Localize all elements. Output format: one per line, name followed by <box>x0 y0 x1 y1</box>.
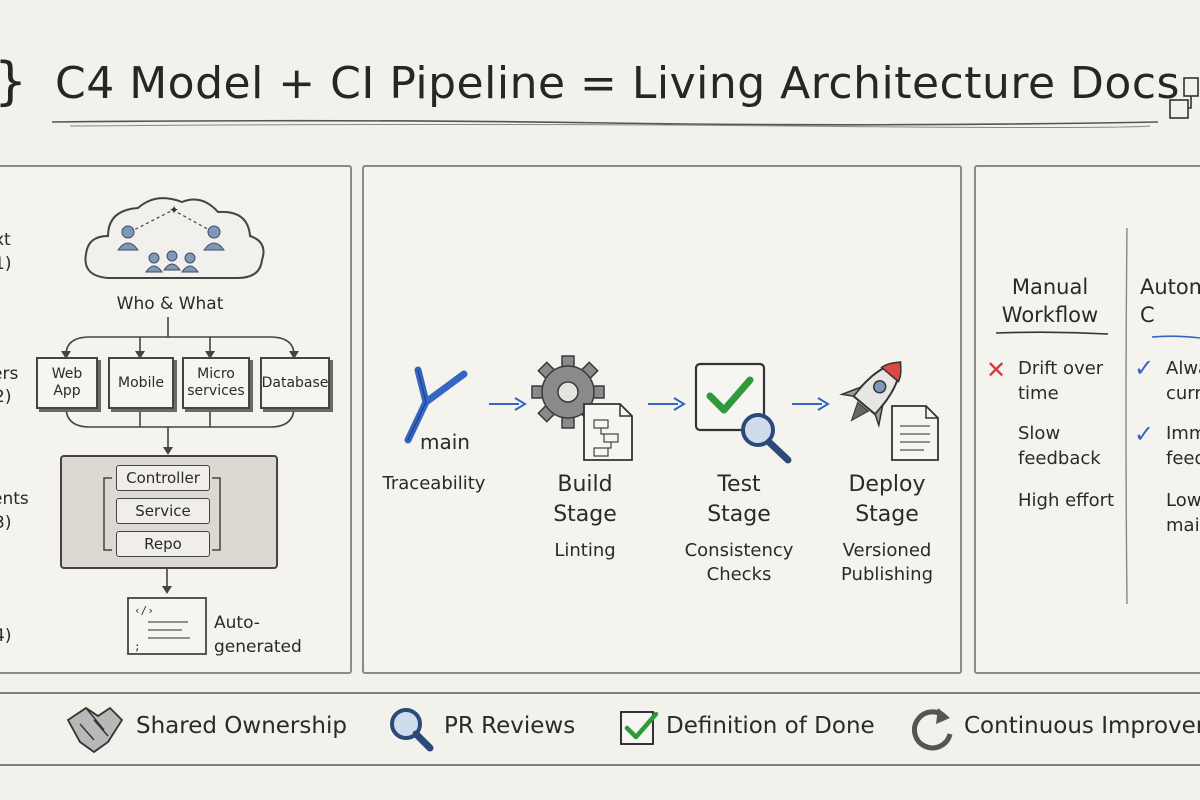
deploy-stage-sub: Versioned Publishing <box>841 540 933 585</box>
test-stage-sub: Consistency Checks <box>684 540 794 585</box>
principles-bar <box>0 692 1200 766</box>
layer-service: Service <box>116 498 210 524</box>
checklist-icon <box>694 362 792 464</box>
test-stage-title-text: Test Stage <box>707 472 771 527</box>
cloud-label: Who & What <box>116 294 224 314</box>
code-file-icon: ‹/› ; <box>127 597 207 655</box>
check-icon-1: ✓ <box>1134 354 1155 382</box>
manual-underline <box>995 331 1109 335</box>
footer-shared-ownership: Shared Ownership <box>136 713 347 739</box>
flow-arrow-1 <box>489 397 527 411</box>
build-document-icon <box>583 403 633 461</box>
automated-title: Autom C <box>1140 275 1200 327</box>
svg-text:‹/›: ‹/› <box>134 604 154 617</box>
level-label-2: 2) <box>0 387 12 407</box>
level-label-1: 1) <box>0 254 12 274</box>
container-connectors <box>61 317 299 455</box>
flow-arrow-3 <box>792 397 830 411</box>
build-stage-title-text: Build Stage <box>553 472 617 527</box>
checkbox-icon <box>620 711 659 745</box>
footer-pr-reviews: PR Reviews <box>444 713 576 739</box>
branch-label: main <box>420 430 470 454</box>
code-label: Auto-generated <box>214 613 302 657</box>
level-label-context: xt <box>0 230 11 250</box>
page-title: C4 Model + CI Pipeline = Living Architec… <box>55 58 1180 109</box>
svg-text:✦: ✦ <box>169 203 179 217</box>
traceability-label: Traceability <box>382 473 486 494</box>
handshake-icon <box>66 706 124 754</box>
footer-definition-of-done: Definition of Done <box>666 713 875 739</box>
auto-item-2: Imm feed <box>1166 423 1200 469</box>
cloud-users-icon: ✦ <box>84 197 265 279</box>
svg-text:;: ; <box>134 640 141 653</box>
pipeline-panel <box>362 165 962 674</box>
footer-continuous-improvement: Continuous Improveme <box>964 713 1200 739</box>
deploy-stage-title-text: Deploy Stage <box>848 472 926 527</box>
auto-item-3: Low main <box>1166 490 1200 536</box>
level-label-4: 4) <box>0 626 12 646</box>
layer-repo: Repo <box>116 531 210 557</box>
cross-icon: ✕ <box>986 356 1007 384</box>
git-branch-icon <box>404 366 468 444</box>
deploy-document-icon <box>891 405 939 461</box>
automated-underline <box>1151 335 1200 339</box>
build-stage-sub: Linting <box>554 540 616 561</box>
arrow-to-code <box>162 568 172 594</box>
manual-item-slow: Slow feedback <box>1018 423 1101 469</box>
magnifier-icon <box>390 708 434 752</box>
title-brace-icon: } <box>0 52 27 112</box>
refresh-icon <box>912 708 953 751</box>
test-stage-title: Test Stage <box>694 470 784 530</box>
container-database: Database <box>260 357 330 409</box>
deploy-stage-title: Deploy Stage <box>842 470 932 530</box>
container-web-app: Web App <box>36 357 98 409</box>
title-underline <box>51 119 1159 128</box>
check-icon-2: ✓ <box>1134 420 1155 448</box>
manual-item-drift: Drift over time <box>1018 358 1104 404</box>
container-mobile: Mobile <box>108 357 174 409</box>
level-label-3: 3) <box>0 513 12 533</box>
docs-corner-icon <box>1169 77 1199 119</box>
flow-arrow-2 <box>648 397 686 411</box>
level-label-components: ents <box>0 489 29 509</box>
manual-item-effort: High effort <box>1018 490 1115 511</box>
auto-item-1: Alwa curr <box>1166 358 1200 404</box>
container-microservices: Micro services <box>182 357 250 409</box>
level-label-containers: ers <box>0 364 19 384</box>
component-bracket <box>103 477 221 551</box>
layer-controller: Controller <box>116 465 210 491</box>
manual-divider <box>1125 227 1128 605</box>
manual-title: Manual Workflow <box>1001 275 1099 327</box>
comparison-panel <box>974 165 1200 674</box>
build-stage-title: Build Stage <box>540 470 630 530</box>
gear-icon <box>531 355 605 429</box>
rocket-icon <box>839 361 902 429</box>
